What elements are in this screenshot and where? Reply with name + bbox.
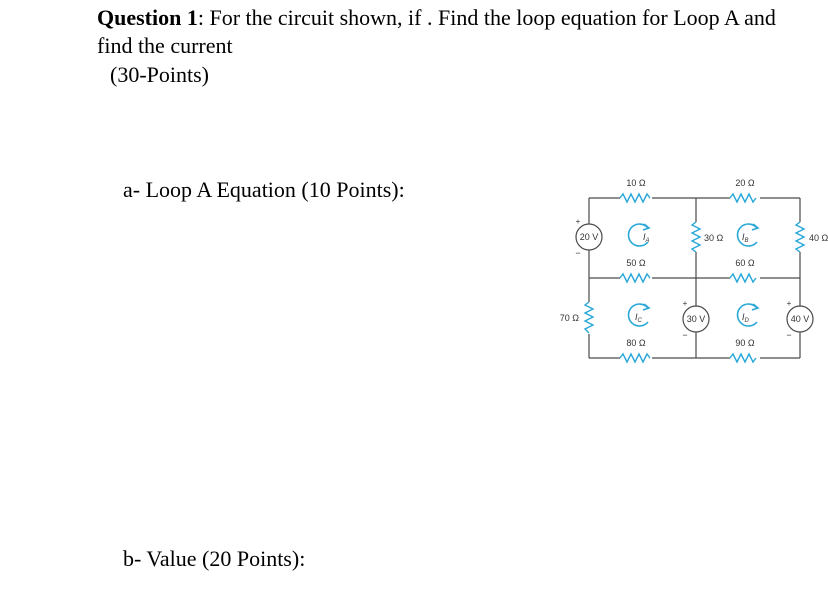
label-r-top-a: 10 Ω — [626, 178, 646, 188]
voltage-source-20v: 20 V + − — [575, 217, 603, 258]
svg-text:+: + — [576, 217, 581, 226]
loop-current-d: ID — [736, 303, 760, 327]
question-points: (30-Points) — [110, 62, 209, 87]
label-r-left: 70 Ω — [560, 313, 580, 323]
resistor-vert-ab — [690, 221, 702, 253]
resistor-top-a — [619, 192, 651, 204]
resistor-top-b — [729, 192, 757, 204]
svg-text:−: − — [786, 330, 791, 340]
loop-current-c: IC — [627, 303, 651, 327]
svg-text:IB: IB — [742, 232, 749, 244]
question-label: Question 1 — [97, 5, 198, 30]
loop-current-a: IA — [627, 223, 651, 247]
voltage-source-30v: 30 V + − — [682, 299, 710, 340]
svg-text:IC: IC — [635, 312, 643, 324]
resistor-right — [794, 221, 806, 253]
svg-text:−: − — [575, 248, 580, 258]
label-r-mid-a: 50 Ω — [626, 258, 646, 268]
label-r-bot-c: 80 Ω — [626, 338, 646, 348]
resistor-mid-b — [729, 272, 757, 284]
part-b-heading: b- Value (20 Points): — [123, 546, 306, 571]
svg-text:+: + — [683, 299, 688, 308]
svg-text:40 V: 40 V — [791, 314, 810, 324]
svg-text:+: + — [787, 299, 792, 308]
part-a-heading: a- Loop A Equation (10 Points): — [123, 177, 405, 202]
circuit-diagram: 10 Ω 20 Ω 50 Ω 60 Ω 80 Ω 90 Ω 30 Ω 40 Ω … — [560, 178, 828, 364]
loop-current-b: IB — [736, 223, 760, 247]
label-r-top-b: 20 Ω — [735, 178, 755, 188]
label-r-right: 40 Ω — [809, 233, 828, 243]
resistor-mid-a — [619, 272, 651, 284]
svg-text:30 V: 30 V — [687, 314, 706, 324]
svg-text:IA: IA — [643, 232, 650, 244]
resistor-left — [583, 301, 595, 334]
question-body: : For the circuit shown, if . Find the l… — [97, 5, 776, 58]
resistor-bot-d — [729, 352, 757, 364]
label-r-vert-ab: 30 Ω — [704, 233, 724, 243]
voltage-source-40v: 40 V + − — [786, 299, 814, 340]
svg-text:ID: ID — [742, 312, 750, 324]
question-text: Question 1: For the circuit shown, if . … — [97, 4, 797, 60]
label-r-bot-d: 90 Ω — [735, 338, 755, 348]
resistor-bot-c — [619, 352, 651, 364]
svg-text:−: − — [682, 330, 687, 340]
label-r-mid-b: 60 Ω — [735, 258, 755, 268]
svg-text:20 V: 20 V — [580, 232, 599, 242]
circuit-wires — [588, 197, 801, 359]
